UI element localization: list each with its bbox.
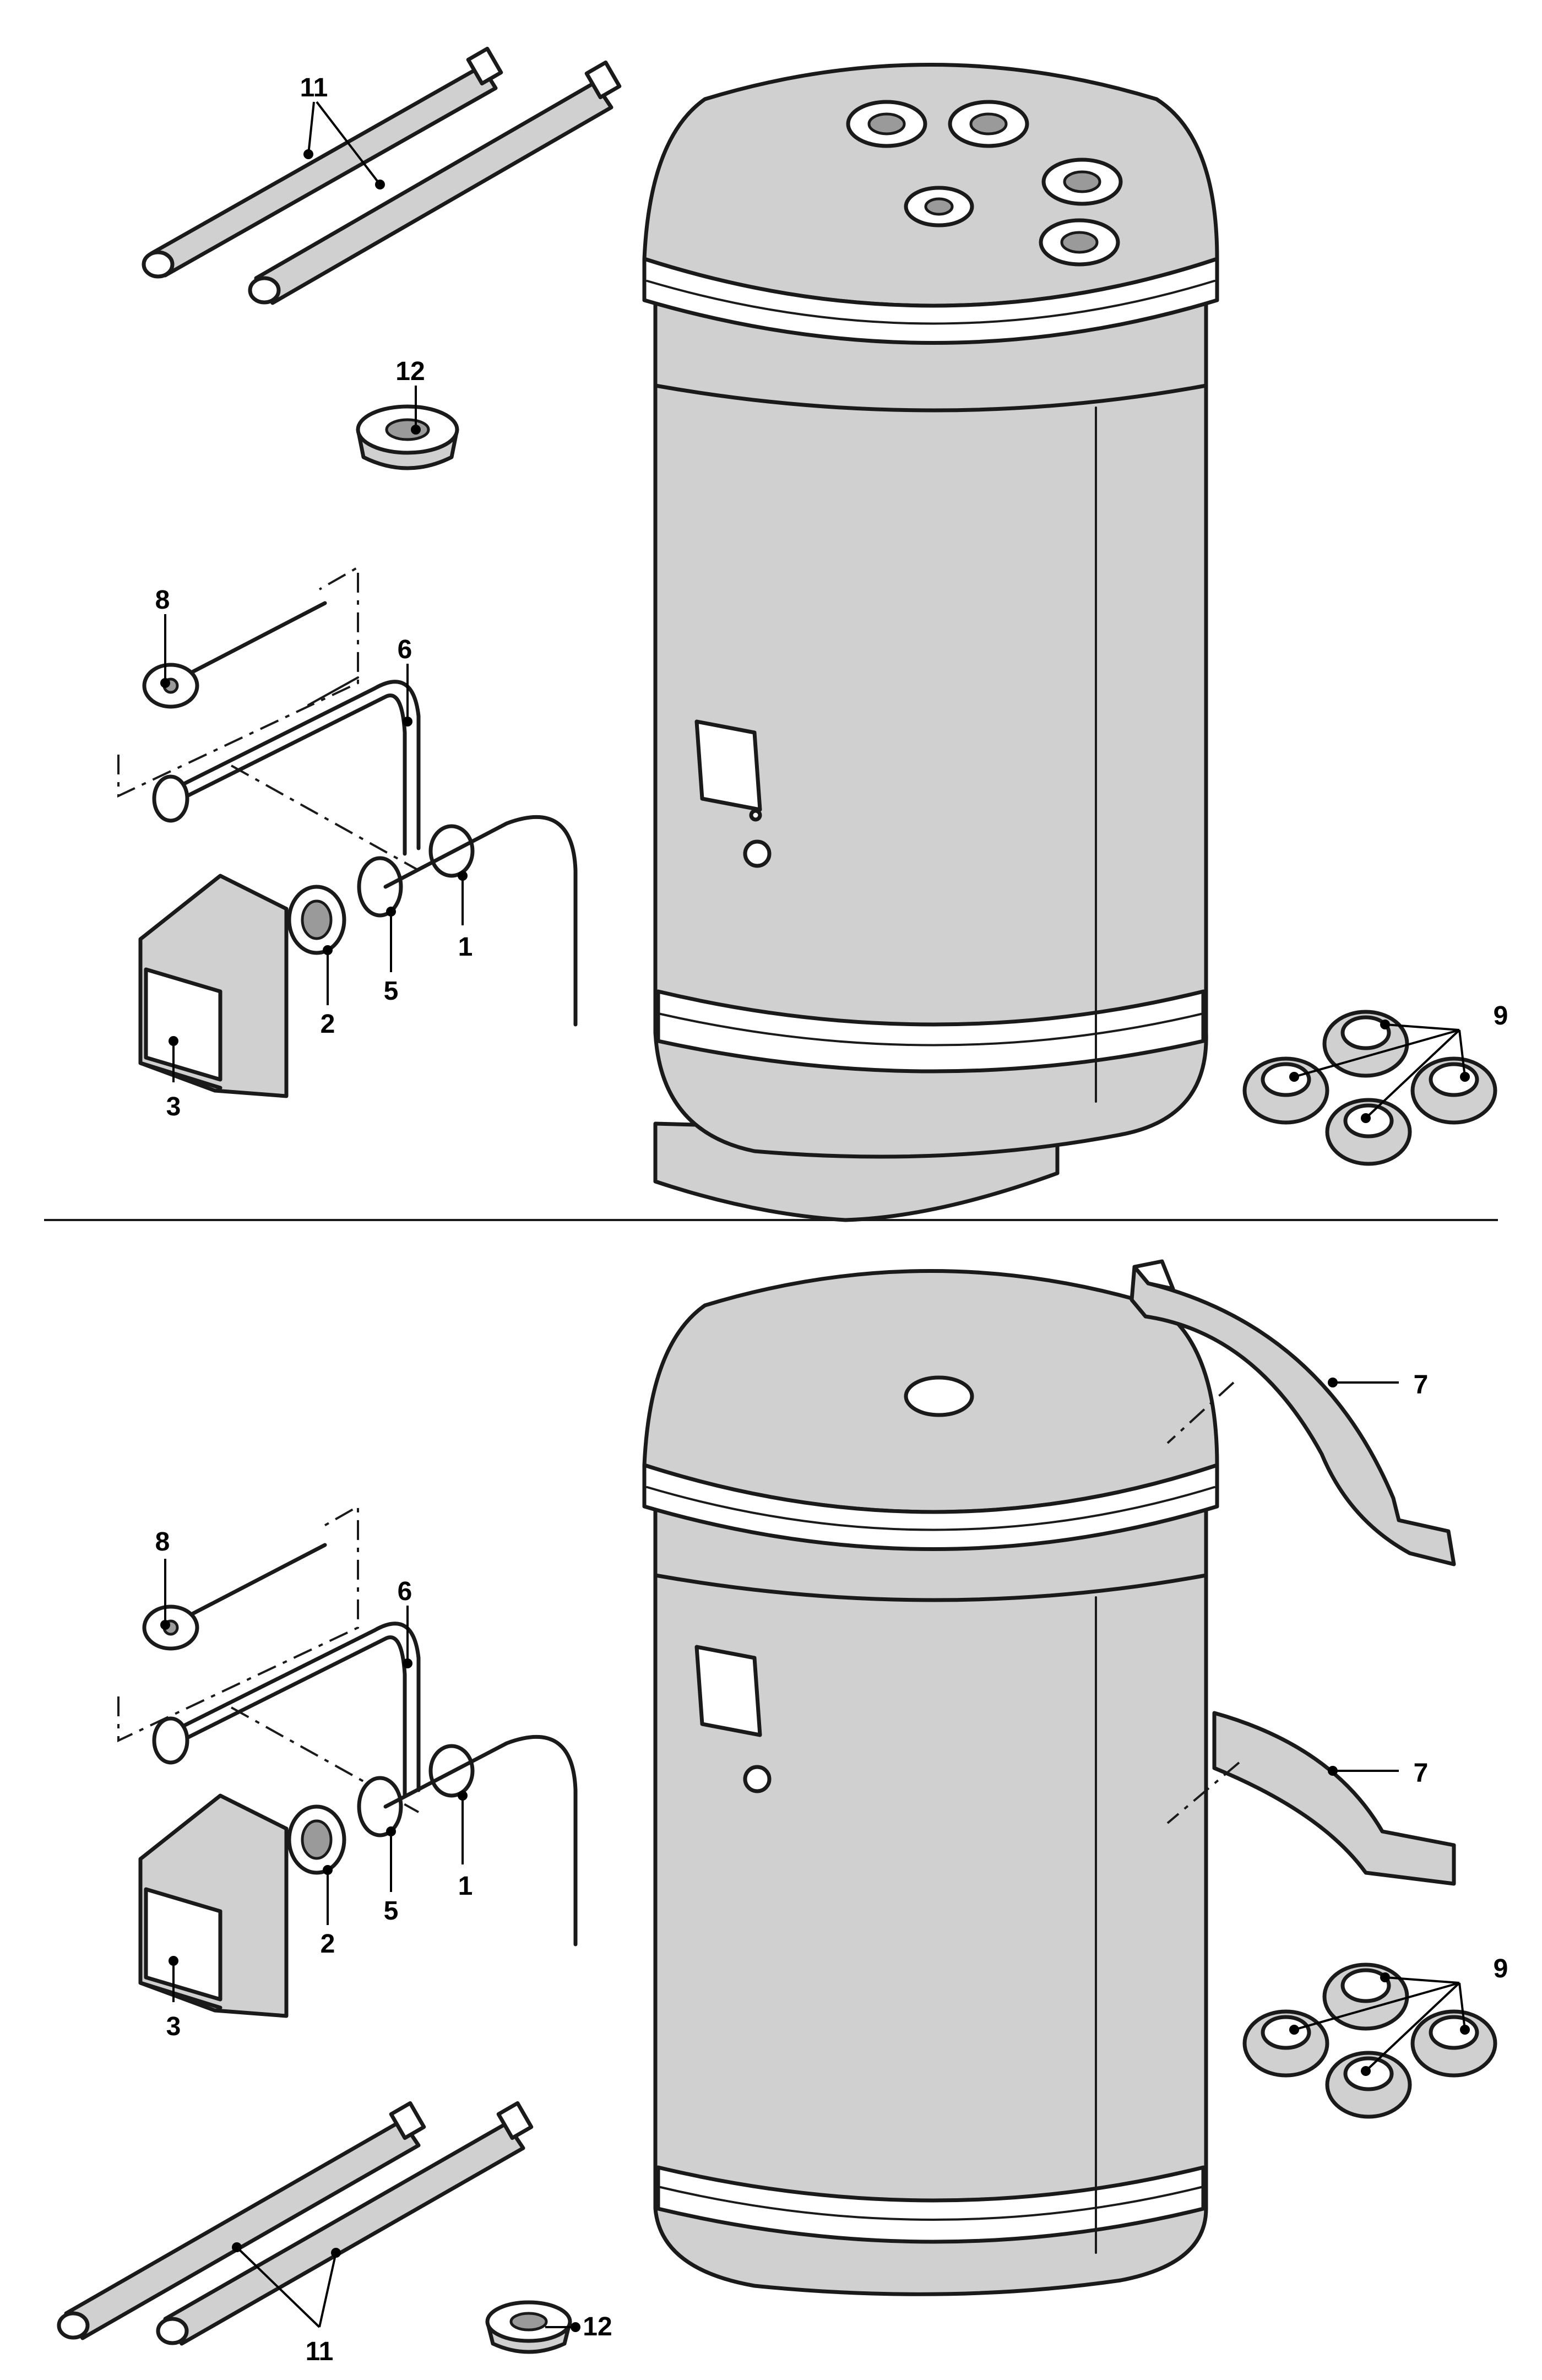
callout-3-bottom: 3 xyxy=(166,2012,181,2041)
callout-2-top: 2 xyxy=(321,1010,335,1039)
leader-dot xyxy=(458,871,468,881)
leader-dot xyxy=(1380,1972,1390,1982)
cylinder-tank-top xyxy=(642,63,1219,1222)
leader-dot xyxy=(1289,1072,1299,1082)
leader-dot xyxy=(386,1826,396,1836)
gasket-parts-bottom xyxy=(287,1734,578,1947)
bottom-assembly xyxy=(57,1259,1497,2354)
leader-dot xyxy=(1460,1072,1470,1082)
leader-lines xyxy=(164,101,1466,2328)
leader-dot xyxy=(160,678,170,688)
leader-dot xyxy=(303,149,313,159)
leader-dot xyxy=(386,907,396,917)
callout-9-top: 9 xyxy=(1494,1001,1508,1031)
callout-12-top: 12 xyxy=(395,357,425,386)
callout-9-bottom: 9 xyxy=(1494,1954,1508,1983)
leader-dot xyxy=(1460,2025,1470,2035)
leader-dot xyxy=(1328,1378,1338,1387)
callout-6-bottom: 6 xyxy=(398,1577,412,1606)
leader-dot xyxy=(323,1865,333,1875)
callout-8-top: 8 xyxy=(155,585,170,615)
callout-2-bottom: 2 xyxy=(321,1929,335,1959)
leader-dot xyxy=(403,1658,412,1668)
control-box-3-bottom xyxy=(138,1793,289,2018)
leader-dot xyxy=(458,1791,468,1801)
leader-dot xyxy=(169,1036,178,1046)
callout-labels: 11 12 8 6 1 5 2 3 9 7 7 8 6 1 5 2 3 9 11… xyxy=(155,73,1508,2366)
anode-rods-top xyxy=(142,46,622,305)
callout-6-top: 6 xyxy=(398,635,412,664)
callout-12-bottom: 12 xyxy=(583,2312,612,2341)
leader-dot xyxy=(323,945,333,955)
callout-1-top: 1 xyxy=(458,933,473,962)
top-assembly xyxy=(117,46,1497,1222)
leader-dot xyxy=(1361,1113,1371,1123)
plug-12-bottom xyxy=(485,2300,572,2354)
leader-dot xyxy=(232,2242,242,2252)
plug-12-top xyxy=(356,404,459,470)
thermostat-8-bottom xyxy=(117,1504,359,1743)
leader-end-dots xyxy=(160,149,1470,2332)
anode-rods-bottom xyxy=(57,2101,534,2346)
gasket-parts-top xyxy=(287,815,578,1027)
callout-11-top: 11 xyxy=(300,73,328,102)
callout-7-lower: 7 xyxy=(1414,1759,1429,1788)
leader-dot xyxy=(403,717,412,727)
callout-11-bottom: 11 xyxy=(306,2337,334,2366)
leader-dot xyxy=(1380,1020,1390,1029)
control-box-3-top xyxy=(138,874,289,1098)
leader-dot xyxy=(1328,1766,1338,1776)
callout-5-top: 5 xyxy=(384,977,399,1006)
fittings-9-top xyxy=(1242,1010,1497,1166)
callout-7-upper: 7 xyxy=(1414,1370,1429,1400)
cylinder-tank-bottom xyxy=(642,1269,1219,2296)
leader-dot xyxy=(169,1956,178,1966)
fittings-9-bottom xyxy=(1242,1962,1497,2119)
callout-8-bottom: 8 xyxy=(155,1527,170,1557)
callout-3-top: 3 xyxy=(166,1092,181,1121)
leader-dot xyxy=(1361,2066,1371,2076)
leader-dot xyxy=(375,180,385,189)
leader-dot xyxy=(411,425,421,435)
leader-dot xyxy=(571,2322,580,2332)
leader-dot xyxy=(160,1620,170,1630)
immersion-heater-6-top xyxy=(152,676,421,871)
immersion-heater-6-bottom xyxy=(152,1622,421,1813)
leader-dot xyxy=(1289,2025,1299,2035)
leader-dot xyxy=(331,2248,341,2258)
thermostat-8-top xyxy=(117,565,359,798)
brackets-7-bottom xyxy=(1130,1259,1456,1886)
callout-1-bottom: 1 xyxy=(458,1872,473,1901)
callout-5-bottom: 5 xyxy=(384,1896,399,1926)
